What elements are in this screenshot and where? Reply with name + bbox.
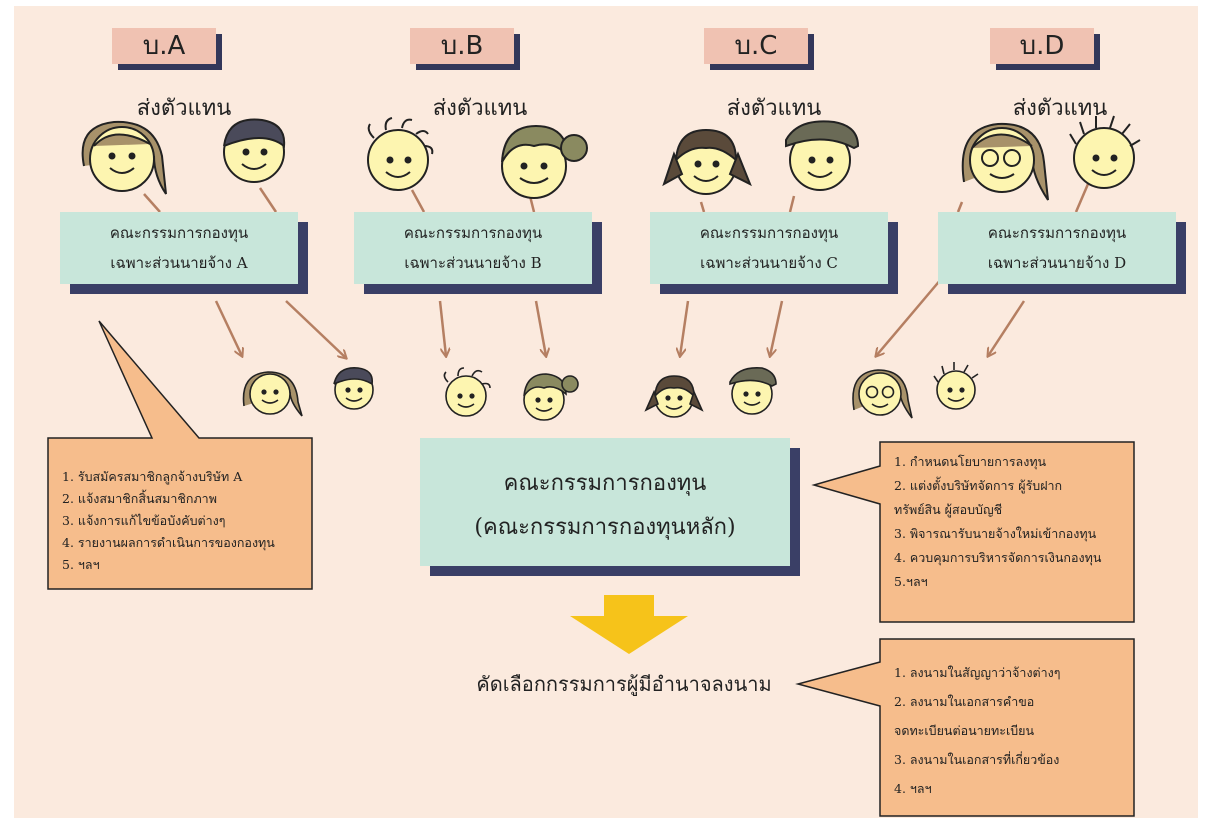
duty-item: 3. แจ้งการแก้ไขข้อบังคับต่างๆ <box>62 513 226 528</box>
diagram-canvas: บ.A บ.B บ.C บ.D ส่งตัวแทน ส่งตัวแทน ส่งต… <box>14 6 1198 818</box>
duty-item: 2. แจ้งสมาชิกสิ้นสมาชิกภาพ <box>62 491 217 506</box>
main-committee-subtitle: (คณะกรรมการกองทุนหลัก) <box>474 515 736 540</box>
sub-committee-d-title: คณะกรรมการกองทุน <box>987 224 1127 242</box>
sub-duties-callout <box>47 320 313 590</box>
duty-item: 1. รับสมัครสมาชิกลูกจ้างบริษัท A <box>62 469 243 484</box>
down-arrow-icon <box>570 595 688 654</box>
main-committee-box: คณะกรรมการกองทุน (คณะกรรมการกองทุนหลัก) <box>420 438 790 566</box>
diagram-graphics <box>47 115 1141 817</box>
company-d-representative-label: ส่งตัวแทน <box>1012 96 1108 121</box>
company-b-representative-label: ส่งตัวแทน <box>432 96 528 121</box>
sub-committee-b-title: คณะกรรมการกองทุน <box>403 224 543 242</box>
sub-committee-b-subtitle: เฉพาะส่วนนายจ้าง B <box>404 254 542 272</box>
company-a-representative-label: ส่งตัวแทน <box>136 96 232 121</box>
company-c-representative-label: ส่งตัวแทน <box>726 96 822 121</box>
company-d-label: บ.D <box>990 28 1094 64</box>
company-c-label: บ.C <box>704 28 808 64</box>
main-committee-title: คณะกรรมการกองทุน <box>503 471 707 496</box>
duty-item: 2. ลงนามในเอกสารคำขอ <box>894 694 1035 709</box>
duty-item: ทรัพย์สิน ผู้สอบบัญชี <box>894 502 1003 517</box>
duty-item: จดทะเบียนต่อนายทะเบียน <box>894 723 1035 738</box>
main-committee-members <box>242 362 979 421</box>
representative-faces <box>81 115 1141 201</box>
duty-item: 2. แต่งตั้งบริษัทจัดการ ผู้รับฝาก <box>894 478 1063 493</box>
duty-item: 1. กำหนดนโยบายการลงทุน <box>894 454 1047 469</box>
sub-committee-a-title: คณะกรรมการกองทุน <box>109 224 249 242</box>
company-a-label: บ.A <box>112 28 216 64</box>
sub-committee-d: คณะกรรมการกองทุน เฉพาะส่วนนายจ้าง D <box>938 212 1176 284</box>
signatory-duties-list: 1. ลงนามในสัญญาว่าจ้างต่างๆ 2. ลงนามในเอ… <box>894 658 1061 803</box>
duty-item: 3. ลงนามในเอกสารที่เกี่ยวข้อง <box>894 752 1060 767</box>
sub-committee-c: คณะกรรมการกองทุน เฉพาะส่วนนายจ้าง C <box>650 212 888 284</box>
company-b-label: บ.B <box>410 28 514 64</box>
main-committee-duties-list: 1. กำหนดนโยบายการลงทุน 2. แต่งตั้งบริษัท… <box>894 450 1101 594</box>
main-duties-callout <box>811 441 1135 623</box>
sub-committee-c-title: คณะกรรมการกองทุน <box>699 224 839 242</box>
duty-item: 4. รายงานผลการดำเนินการของกองทุน <box>62 535 275 550</box>
duty-item: 3. พิจารณารับนายจ้างใหม่เข้ากองทุน <box>894 526 1097 541</box>
signatory-selection-label: คัดเลือกกรรมการผู้มีอำนาจลงนาม <box>476 672 772 696</box>
sub-committee-a-subtitle: เฉพาะส่วนนายจ้าง A <box>110 254 248 272</box>
sub-committee-d-subtitle: เฉพาะส่วนนายจ้าง D <box>987 254 1127 272</box>
signatory-duties-callout <box>795 638 1135 817</box>
duty-item: 5. ฯลฯ <box>62 557 100 572</box>
sub-committee-a: คณะกรรมการกองทุน เฉพาะส่วนนายจ้าง A <box>60 212 298 284</box>
sub-committee-b: คณะกรรมการกองทุน เฉพาะส่วนนายจ้าง B <box>354 212 592 284</box>
sub-committee-duties-list: 1. รับสมัครสมาชิกลูกจ้างบริษัท A 2. แจ้ง… <box>62 466 275 576</box>
duty-item: 1. ลงนามในสัญญาว่าจ้างต่างๆ <box>894 665 1061 680</box>
duty-item: 4. ฯลฯ <box>894 781 932 796</box>
duty-item: 4. ควบคุมการบริหารจัดการเงินกองทุน <box>894 550 1102 565</box>
sub-committee-c-subtitle: เฉพาะส่วนนายจ้าง C <box>700 254 838 272</box>
duty-item: 5.ฯลฯ <box>894 574 928 589</box>
